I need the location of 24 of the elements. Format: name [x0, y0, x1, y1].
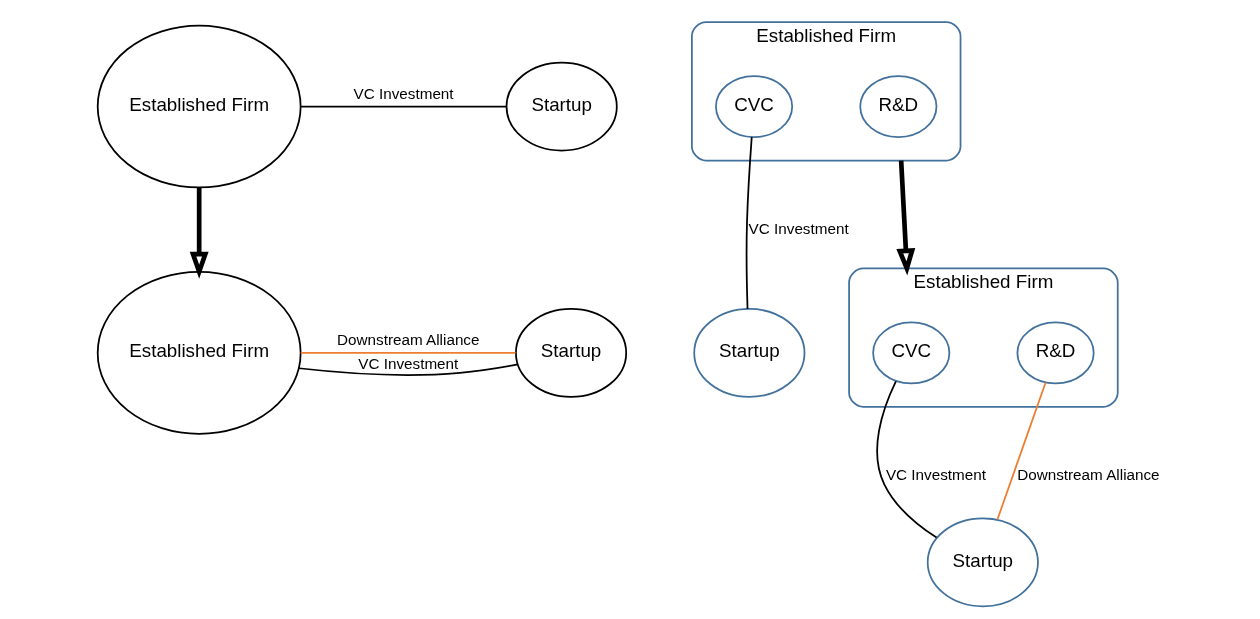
- edge-label: Downstream Alliance: [337, 331, 480, 349]
- connector: [996, 381, 1047, 521]
- node-ellipse: Startup: [693, 308, 806, 398]
- node-ellipse: Established Firm: [96, 24, 302, 189]
- edge-label: Downstream Alliance: [1017, 466, 1160, 484]
- node-ellipse: Startup: [926, 517, 1039, 608]
- edge-label: VC Investment: [885, 466, 986, 484]
- connector: [300, 105, 508, 108]
- node-ellipse: CVC: [872, 321, 951, 385]
- edge-label: VC Investment: [353, 84, 454, 102]
- connector: [876, 380, 938, 539]
- node-ellipse: R&D: [1016, 321, 1095, 385]
- connector: [298, 363, 519, 376]
- arrow: [189, 187, 209, 279]
- connector: [745, 136, 753, 310]
- node-ellipse: R&D: [859, 75, 938, 138]
- edge-label: VC Investment: [748, 219, 849, 237]
- connector: [299, 352, 517, 354]
- node-ellipse: Startup: [505, 61, 618, 152]
- arrow: [896, 160, 916, 276]
- edge-label: VC Investment: [358, 354, 459, 372]
- node-ellipse: Startup: [515, 308, 628, 398]
- node-ellipse: Established Firm: [96, 271, 302, 435]
- node-ellipse: CVC: [715, 75, 794, 138]
